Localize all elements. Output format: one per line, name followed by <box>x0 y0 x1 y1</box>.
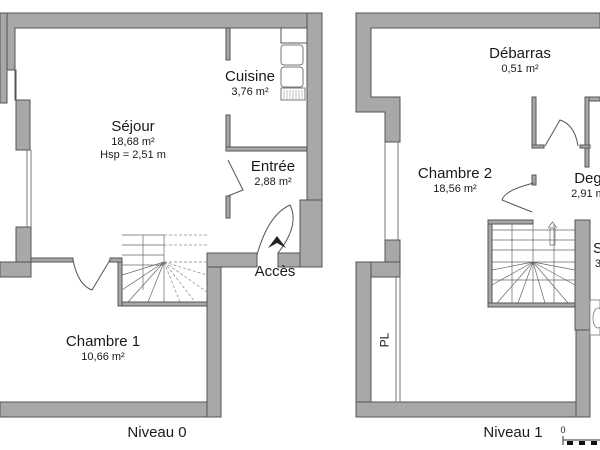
room-entree-name: Entrée <box>250 158 296 175</box>
room-sejour-name: Séjour <box>111 118 155 135</box>
room-sejour: Séjour 18,68 m² Hsp = 2,51 m <box>100 118 166 162</box>
room-degagement: Deg 2,91 m <box>571 170 600 201</box>
room-chambre-1-area: 10,66 m² <box>81 351 125 363</box>
room-entree: Entrée 2,88 m² <box>251 158 295 189</box>
room-debarras: Débarras 0,51 m² <box>489 45 551 76</box>
level-1-title: Niveau 1 <box>483 424 543 441</box>
room-chambre-1: Chambre 1 10,66 m² <box>66 333 140 364</box>
scale-zero: 0 <box>560 425 566 435</box>
room-chambre-2-area: 18,56 m² <box>433 183 477 195</box>
room-degagement-name: Deg <box>574 170 600 187</box>
room-chambre-2: Chambre 2 18,56 m² <box>418 165 492 196</box>
room-salle-deau-name: S <box>592 240 600 257</box>
room-salle-deau-area: 3 <box>594 258 600 270</box>
room-cuisine-name: Cuisine <box>224 68 276 85</box>
access-label: Accès <box>254 263 296 280</box>
room-sejour-area: 18,68 m² <box>111 136 155 148</box>
room-chambre-1-name: Chambre 1 <box>65 333 141 350</box>
room-sejour-height: Hsp = 2,51 m <box>100 149 166 162</box>
room-chambre-2-name: Chambre 2 <box>417 165 493 182</box>
room-debarras-name: Débarras <box>489 45 551 62</box>
room-cuisine-area: 3,76 m² <box>231 86 269 98</box>
level-0-title: Niveau 0 <box>127 424 187 441</box>
room-degagement-area: 2,91 m <box>571 188 600 200</box>
room-cuisine: Cuisine 3,76 m² <box>225 68 275 99</box>
room-entree-area: 2,88 m² <box>254 176 292 188</box>
room-debarras-area: 0,51 m² <box>501 63 539 75</box>
room-salle-deau: S 3 <box>593 240 600 271</box>
closet-label: PL <box>377 332 392 348</box>
